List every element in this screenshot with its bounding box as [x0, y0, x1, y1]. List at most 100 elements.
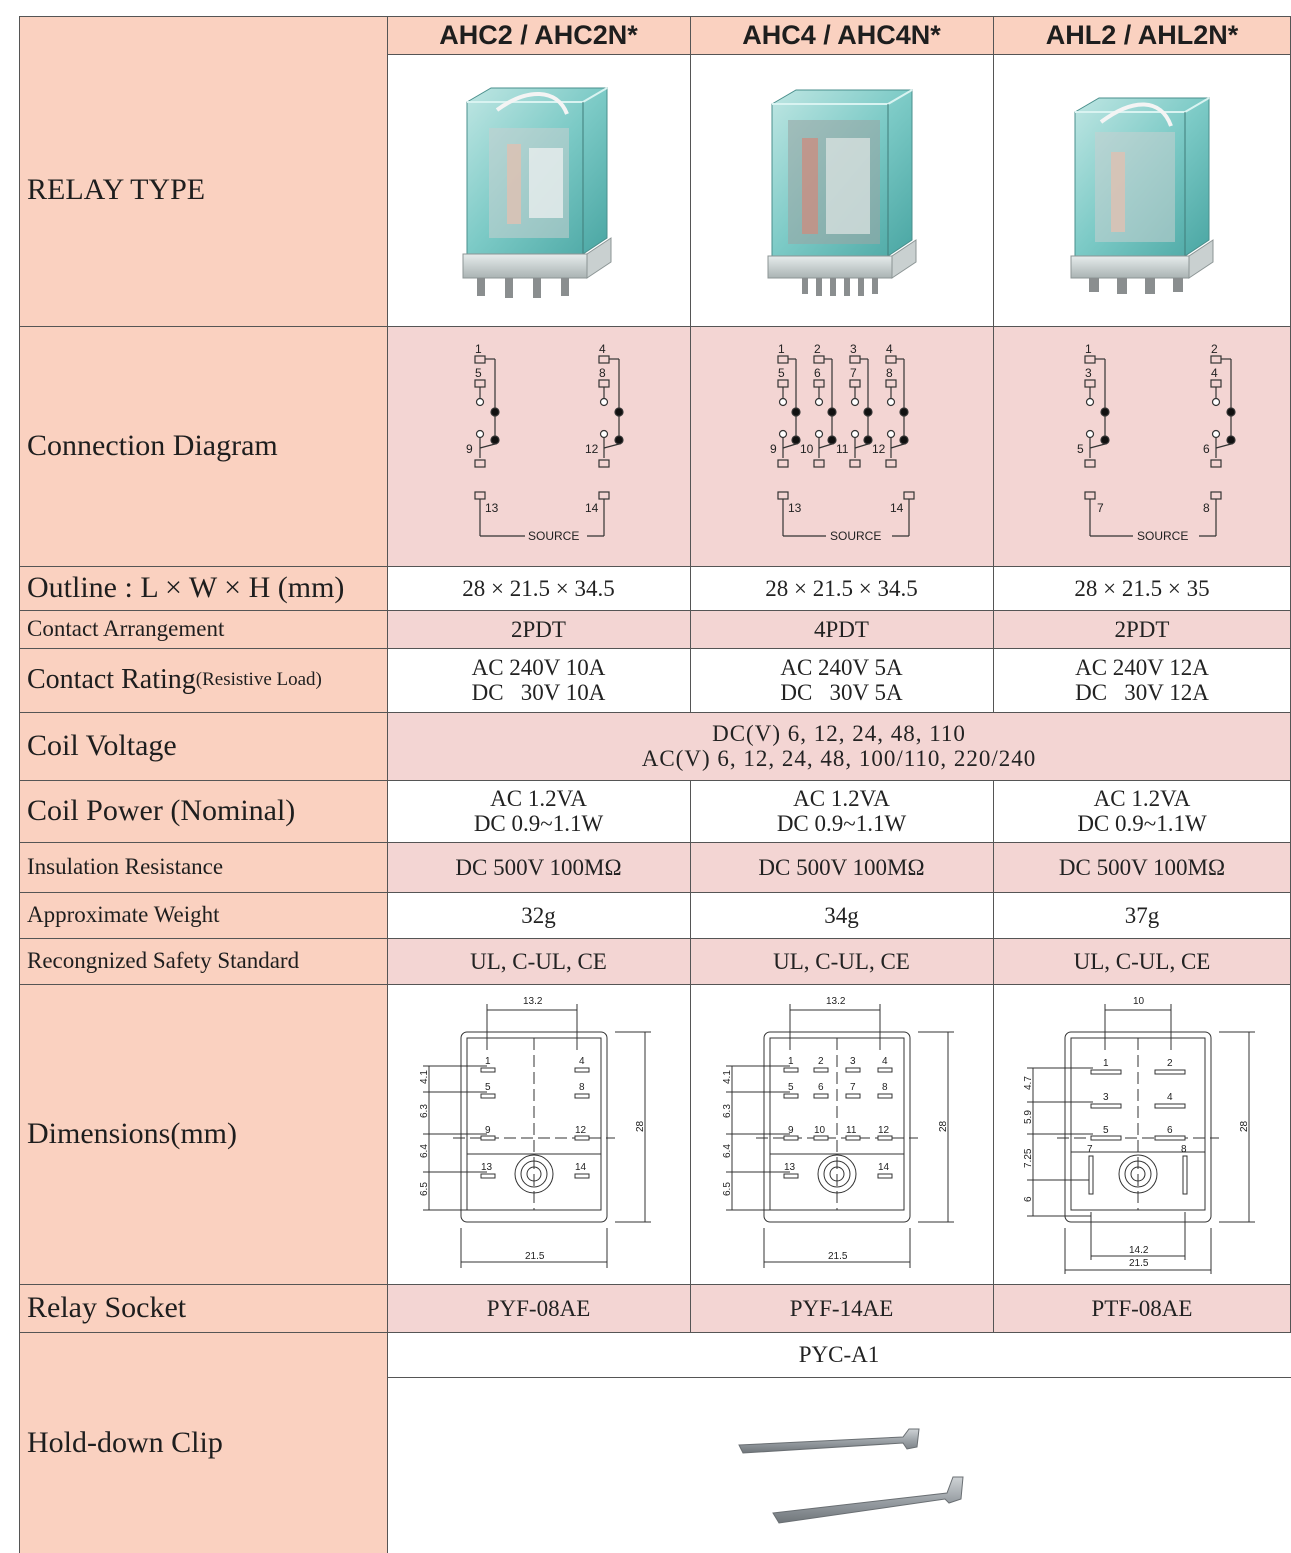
pin-label: 6: [814, 366, 821, 380]
source-label: SOURCE: [528, 529, 579, 543]
coil-power-ahl2-ac: AC 1.2VA: [1093, 786, 1191, 811]
arrangement-ahc2: 2PDT: [387, 610, 690, 648]
pin-label: 13: [485, 501, 499, 515]
pin-label: 2: [814, 342, 821, 356]
grid-line: [19, 648, 1291, 649]
model-header-ahc2: AHC2 / AHC2N*: [387, 16, 690, 54]
rating-ahc2: AC 240V 10A DC 30V 10A: [387, 648, 690, 712]
row-label-coil-power: Coil Power (Nominal): [27, 794, 296, 827]
grid-line: [993, 16, 994, 712]
grid-line: [19, 610, 1291, 611]
socket-ahc2: PYF-08AE: [387, 1284, 690, 1332]
relay-image-ahl2: [1070, 97, 1214, 294]
rating-ahc2-ac: AC 240V 10A: [471, 655, 606, 680]
dim-v: 7.25: [1023, 1148, 1034, 1168]
pin-label: 6: [1203, 442, 1210, 456]
pin-label: 8: [1181, 1144, 1187, 1155]
dim-height: 28: [1239, 1120, 1250, 1132]
insulation-ahc4: DC 500V 100MΩ: [690, 842, 993, 892]
dim-v: 6.4: [419, 1144, 430, 1158]
pin-label: 1: [1103, 1058, 1109, 1069]
insulation-ahc2: DC 500V 100MΩ: [387, 842, 690, 892]
coil-power-ahc4: AC 1.2VA DC 0.9~1.1W: [690, 780, 993, 842]
grid-line: [19, 1284, 1291, 1285]
dim-v: 4.1: [419, 1070, 430, 1084]
grid-line: [19, 16, 1291, 17]
pin-label: 5: [1103, 1125, 1109, 1136]
dim-pitch: 13.2: [826, 996, 846, 1007]
coil-power-ahc2-dc: DC 0.9~1.1W: [473, 811, 604, 836]
dim-pitch: 10: [1133, 996, 1145, 1007]
rating-label-sub: (Resistive Load): [195, 669, 322, 690]
clip-model: PYC-A1: [387, 1332, 1291, 1377]
dimension-drawing-ahl2: 10 14.2 21.5 28 4.7 5.9 7.25 6 1 2 3 4 5…: [1023, 996, 1255, 1274]
pin-label: 6: [818, 1082, 824, 1093]
row-label-safety: Recongnized Safety Standard: [27, 948, 300, 973]
source-label: SOURCE: [830, 529, 881, 543]
pin-label: 2: [1211, 342, 1218, 356]
grid-line: [690, 780, 691, 1332]
pin-label: 4: [1211, 366, 1218, 380]
pin-label: 10: [800, 442, 814, 456]
rating-ahc4-dc: DC 30V 5A: [780, 680, 903, 705]
grid-line: [19, 780, 1291, 781]
dim-v: 6.5: [722, 1182, 733, 1196]
model-header-ahl2: AHL2 / AHL2N*: [993, 16, 1291, 54]
grid-line: [387, 16, 388, 1553]
pin-label: 6: [1167, 1125, 1173, 1136]
row-label-coil-voltage: Coil Voltage: [27, 729, 177, 762]
safety-ahc4: UL, C-UL, CE: [690, 938, 993, 984]
socket-ahc4: PYF-14AE: [690, 1284, 993, 1332]
pin-label: 12: [878, 1125, 890, 1136]
grid-line: [19, 842, 1291, 843]
pin-label: 5: [485, 1082, 491, 1093]
pin-label: 7: [1087, 1144, 1093, 1155]
pin-label: 8: [882, 1082, 888, 1093]
grid-line: [19, 892, 1291, 893]
rating-ahc4: AC 240V 5A DC 30V 5A: [690, 648, 993, 712]
coil-power-ahc2-ac: AC 1.2VA: [490, 786, 587, 811]
coil-voltage-value: DC(V) 6, 12, 24, 48, 110 AC(V) 6, 12, 24…: [387, 712, 1291, 780]
pin-label: 7: [1097, 501, 1104, 515]
coil-voltage-ac: AC(V) 6, 12, 24, 48, 100/110, 220/240: [641, 746, 1037, 771]
pin-label: 14: [575, 1162, 587, 1173]
dim-v: 4.7: [1023, 1076, 1034, 1090]
rating-ahl2-ac: AC 240V 12A: [1075, 655, 1209, 680]
outline-ahc4: 28 × 21.5 × 34.5: [690, 566, 993, 610]
safety-ahc2: UL, C-UL, CE: [387, 938, 690, 984]
row-label-insulation: Insulation Resistance: [27, 854, 224, 879]
row-label-connection: Connection Diagram: [27, 429, 278, 462]
pin-label: 14: [878, 1162, 890, 1173]
dim-v: 5.9: [1023, 1110, 1034, 1124]
pin-label: 1: [778, 342, 785, 356]
safety-ahl2: UL, C-UL, CE: [993, 938, 1291, 984]
row-label-outline: Outline : L × W × H (mm): [27, 571, 345, 604]
outline-ahc2: 28 × 21.5 × 34.5: [387, 566, 690, 610]
rating-ahc2-dc: DC 30V 10A: [471, 680, 606, 705]
relay-image-ahc2: [462, 87, 612, 298]
dim-pitch: 13.2: [523, 996, 543, 1007]
pin-label: 4: [599, 342, 606, 356]
pin-label: 9: [485, 1125, 491, 1136]
grid-line: [19, 712, 1291, 713]
dim-height: 28: [635, 1120, 646, 1132]
grid-line: [19, 16, 20, 1553]
terminal: [474, 355, 486, 364]
pin-label: 12: [872, 442, 886, 456]
model-header-ahc4: AHC4 / AHC4N*: [690, 16, 993, 54]
pin-label: 9: [466, 442, 473, 456]
pin-label: 9: [788, 1125, 794, 1136]
weight-ahc2: 32g: [387, 892, 690, 938]
pin-label: 4: [882, 1056, 888, 1067]
coil-power-ahl2: AC 1.2VA DC 0.9~1.1W: [993, 780, 1291, 842]
pin-label: 3: [1085, 366, 1092, 380]
dim-v: 4.1: [722, 1070, 733, 1084]
pin-label: 1: [788, 1056, 794, 1067]
row-label-rating: Contact Rating(Resistive Load): [19, 648, 387, 712]
clip-piece: [738, 1428, 920, 1454]
rating-label-main: Contact Rating: [27, 664, 196, 695]
pin-label: 4: [579, 1056, 585, 1067]
dim-v: 6.5: [419, 1182, 430, 1196]
pin-label: 5: [788, 1082, 794, 1093]
coil-power-ahc4-dc: DC 0.9~1.1W: [776, 811, 907, 836]
